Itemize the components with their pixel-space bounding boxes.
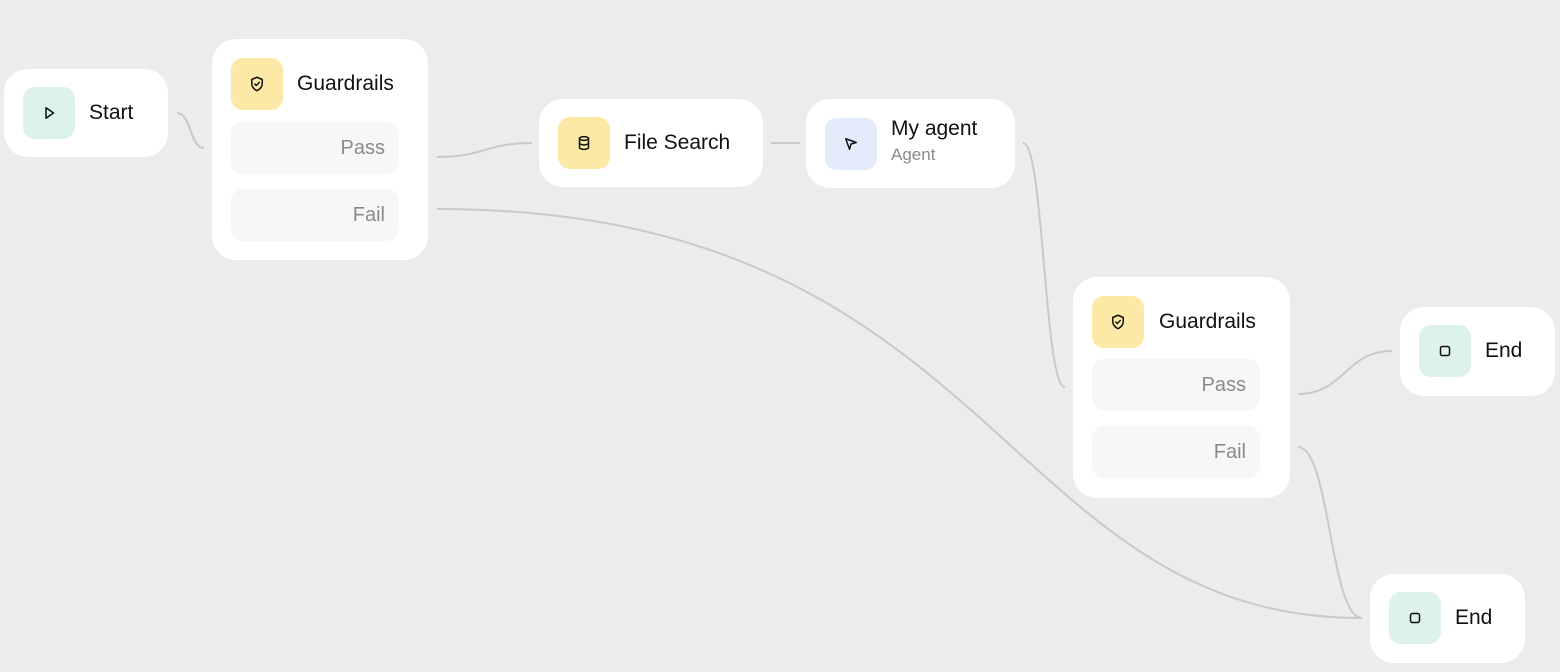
branch-fail[interactable]: Fail	[231, 189, 399, 241]
node-agent-subtitle: Agent	[891, 145, 936, 164]
edge-agent-to-guardrails	[1022, 142, 1066, 388]
play-icon	[23, 87, 75, 139]
edge-start-to-guardrails	[176, 112, 205, 149]
node-file-search[interactable]: File Search	[539, 99, 763, 187]
branch-pass[interactable]: Pass	[231, 122, 399, 174]
node-start-title: Start	[89, 101, 134, 124]
node-end-2[interactable]: End	[1370, 574, 1525, 663]
node-end-2-title: End	[1455, 606, 1493, 629]
edge-guardrails2-fail-to-end	[1297, 446, 1363, 619]
edge-guardrails2-pass-to-end	[1297, 350, 1393, 395]
node-guardrails-1-title: Guardrails	[297, 72, 394, 95]
branch-pass[interactable]: Pass	[1092, 359, 1260, 411]
node-guardrails-1[interactable]: Guardrails Pass Fail	[212, 39, 428, 260]
node-start[interactable]: Start	[4, 69, 168, 157]
node-guardrails-2-title: Guardrails	[1159, 310, 1256, 333]
node-end-1[interactable]: End	[1400, 307, 1555, 396]
database-icon	[558, 117, 610, 169]
node-end-1-title: End	[1485, 339, 1523, 362]
shield-check-icon	[231, 58, 283, 110]
node-agent[interactable]: My agent Agent	[806, 99, 1015, 188]
shield-check-icon	[1092, 296, 1144, 348]
branch-fail[interactable]: Fail	[1092, 426, 1260, 478]
stop-icon	[1389, 592, 1441, 644]
stop-icon	[1419, 325, 1471, 377]
node-file-search-title: File Search	[624, 131, 731, 154]
cursor-arrow-icon	[825, 118, 877, 170]
node-guardrails-2[interactable]: Guardrails Pass Fail	[1073, 277, 1290, 498]
node-agent-title: My agent	[891, 117, 978, 140]
edge-guardrails-pass-to-file-search	[436, 142, 533, 158]
